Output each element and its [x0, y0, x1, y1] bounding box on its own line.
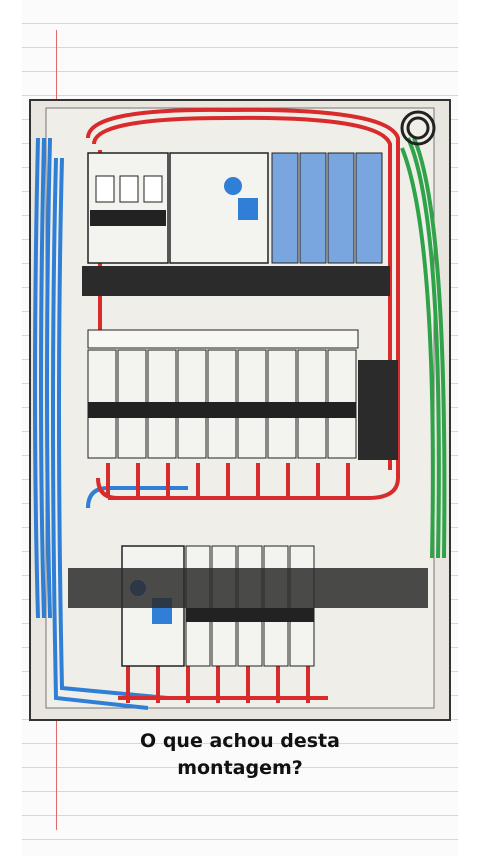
residual-current-device	[169, 152, 269, 264]
main-breaker-3p	[87, 152, 169, 264]
electrical-panel-illustration	[29, 99, 451, 721]
surge-protection-devices	[271, 152, 383, 264]
din-rail-middle	[358, 360, 398, 460]
caption: O que achou desta montagem?	[0, 728, 480, 782]
caption-line-2: montagem?	[177, 757, 303, 779]
conduit-coil	[400, 110, 436, 146]
caption-line-1: O que achou desta	[140, 730, 340, 752]
blue-wire-bundle-left	[33, 137, 188, 710]
green-wire-bundle-right	[400, 137, 447, 559]
din-rail-top	[82, 266, 390, 296]
din-rail-bottom	[68, 568, 428, 608]
branch-breakers-row	[87, 329, 359, 459]
